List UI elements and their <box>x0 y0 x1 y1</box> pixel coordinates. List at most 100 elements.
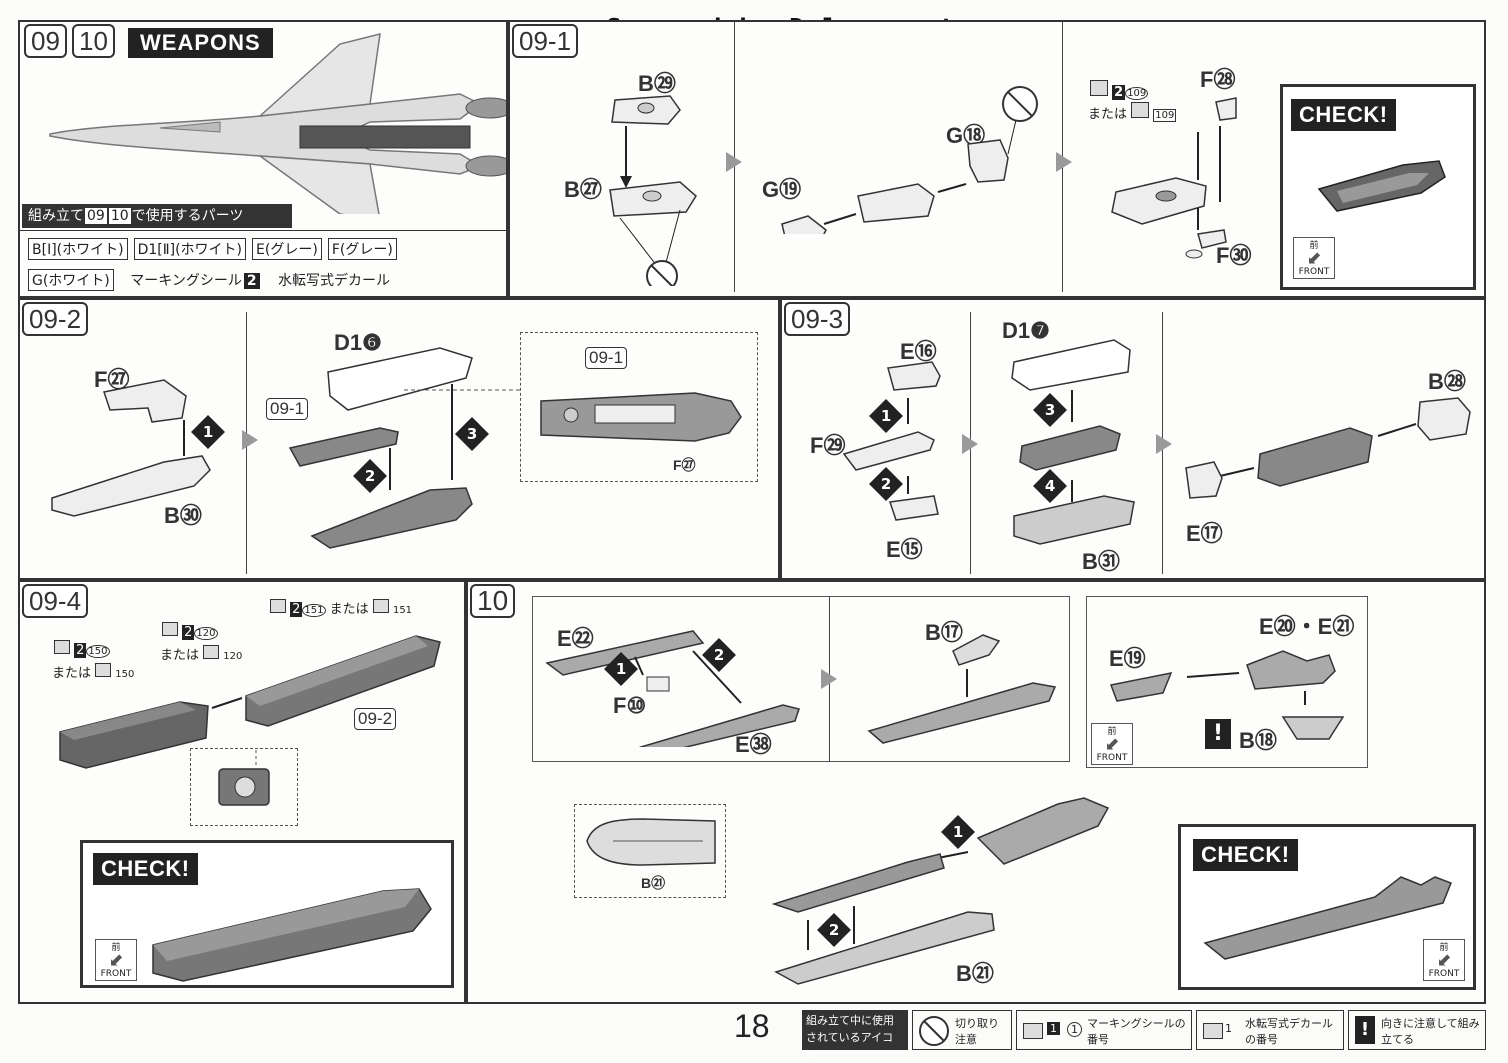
label-b28: B㉘ <box>1428 369 1466 394</box>
label-e20-e21: E⑳・E㉑ <box>1259 614 1355 639</box>
next-arrow <box>726 152 742 172</box>
front-label: FRONT <box>100 969 132 979</box>
label-f28: F㉘ <box>1200 67 1236 92</box>
part-d1: D1[Ⅱ](ホワイト) <box>133 238 247 260</box>
or-label: または <box>329 602 369 617</box>
or-label: または <box>160 648 200 663</box>
decal-icon <box>203 645 220 659</box>
flag-icon <box>270 599 286 613</box>
ref-09-1-detail: 09-1 <box>585 347 628 369</box>
front-indicator: 前 ⬋ FRONT <box>95 939 137 981</box>
step-number-10: 10 <box>72 24 115 58</box>
decal-no-diamond: 1 <box>1225 1022 1232 1035</box>
parts-09-1c <box>1111 97 1237 259</box>
marking-or-150: または 150 <box>52 662 134 681</box>
step-number-09-1: 09-1 <box>512 24 579 58</box>
jet-illustration <box>49 33 506 214</box>
parts-09-2b <box>288 347 520 549</box>
next-arrow <box>821 669 837 689</box>
front-kanji: 前 <box>1107 727 1117 737</box>
front-arrow-icon: ⬋ <box>108 950 124 971</box>
step-09-2-panel: 09-2 F㉗ B㉚ 1 D1❻ 09-1 2 3 09-1 F㉗ <box>18 298 780 580</box>
weapons-title: WEAPONS <box>128 28 273 58</box>
label-e22: E㉒ <box>557 626 594 651</box>
marking-or-120: または 120 <box>160 644 242 663</box>
legend-marking-label: マーキングシールの番号 <box>1087 1017 1186 1046</box>
subassembly-box-a: E㉒ F⑩ E㊳ 1 2 B⑰ <box>532 596 1070 762</box>
label-b27: B㉗ <box>564 177 602 202</box>
decal-icon <box>1131 102 1150 118</box>
parts-10c <box>1109 650 1345 740</box>
legend-caution: ! 向きに注意して組み立てる <box>1348 1010 1486 1050</box>
label-b21: B㉑ <box>956 961 994 986</box>
cut-caution-icon <box>919 1016 949 1046</box>
front-indicator: 前 ⬋ FRONT <box>1091 723 1133 765</box>
seal-number: 2 <box>1112 85 1126 100</box>
parts-caption-step-09: 09 <box>85 208 107 224</box>
label-f30: F㉚ <box>1216 243 1252 268</box>
step-number-10: 10 <box>470 584 516 618</box>
label-b17: B⑰ <box>925 620 963 645</box>
label-f10: F⑩ <box>613 693 647 718</box>
detail-socket <box>218 768 270 806</box>
parts-row-1: B[Ⅰ](ホワイト)D1[Ⅱ](ホワイト)E(グレー)F(グレー) <box>28 238 403 260</box>
next-arrow <box>962 434 978 454</box>
parts-caption-step-10: 10 <box>108 208 131 224</box>
parts-09-2a <box>51 379 211 517</box>
flag-icon <box>1023 1023 1043 1039</box>
part-b: B[Ⅰ](ホワイト) <box>28 238 128 260</box>
label-b29: B㉙ <box>638 71 676 96</box>
seal-no: 109 <box>1125 87 1149 100</box>
legend-cut: 切り取り注意 <box>912 1010 1012 1050</box>
seal-number: 2 <box>182 625 195 640</box>
label-e15: E⑮ <box>886 537 923 562</box>
part-f: F(グレー) <box>327 238 397 260</box>
label-g19: G⑲ <box>762 177 802 202</box>
parts-09-3b <box>1011 339 1135 545</box>
label-b31: B㉛ <box>1082 549 1120 574</box>
step-09-3-panel: 09-3 E⑯ F㉙ E⑮ 1 2 D1❼ B㉛ 3 4 B㉘ E⑰ <box>780 298 1486 580</box>
step-10-panel: 10 E㉒ F⑩ E㊳ 1 2 B⑰ E⑲ E⑳・E㉑ B⑱ ! <box>466 580 1486 1004</box>
detail-box-09-2: 09-1 F㉗ <box>520 332 758 482</box>
front-label: FRONT <box>1096 753 1128 763</box>
label-f29: F㉙ <box>810 433 846 458</box>
check-preview <box>1203 876 1452 960</box>
label-d1-7: D1❼ <box>1002 318 1050 343</box>
front-arrow-icon: ⬋ <box>1104 734 1120 755</box>
flag-icon <box>1090 80 1108 96</box>
parts-caption-prefix: 組み立て <box>28 208 84 224</box>
detail-box-10: B㉑ <box>574 804 726 898</box>
parts-09-1a <box>609 95 697 286</box>
check-label: CHECK! <box>1291 99 1396 131</box>
check-box-10: CHECK! 前 ⬋ FRONT <box>1178 824 1476 990</box>
parts-09-3c <box>1185 397 1471 499</box>
page-number: 18 <box>734 1008 770 1044</box>
marking-seal-label: マーキングシール <box>130 273 242 289</box>
label-e19: E⑲ <box>1109 646 1146 671</box>
caution-icon: ! <box>1355 1016 1375 1044</box>
decal-icon <box>372 599 389 613</box>
detail-part-b21 <box>586 818 716 866</box>
parts-10a <box>545 630 800 747</box>
front-indicator: 前 ⬋ FRONT <box>1423 939 1465 981</box>
legend-cut-label: 切り取り注意 <box>955 1017 999 1046</box>
ref-09-1: 09-1 <box>266 398 309 420</box>
seal-number: 2 <box>290 602 303 617</box>
part-g: G(ホワイト) <box>28 269 114 291</box>
decal-icon <box>95 663 112 677</box>
front-indicator: 前 ⬋ FRONT <box>1293 237 1335 279</box>
check-box-09-4: CHECK! 前 ⬋ FRONT <box>80 840 454 988</box>
check-box-09-1: CHECK! 前 ⬋ FRONT <box>1280 84 1476 290</box>
marking-seal-no: 2 <box>243 273 260 289</box>
or-label: または <box>1088 107 1128 122</box>
ref-09-2: 09-2 <box>354 708 397 730</box>
part-e: E(グレー) <box>252 238 322 260</box>
front-label: FRONT <box>1298 267 1330 277</box>
front-arrow-icon: ⬋ <box>1436 950 1452 971</box>
parts-09-1b <box>781 86 1038 234</box>
decal-label: 水転写式デカール <box>278 273 391 289</box>
